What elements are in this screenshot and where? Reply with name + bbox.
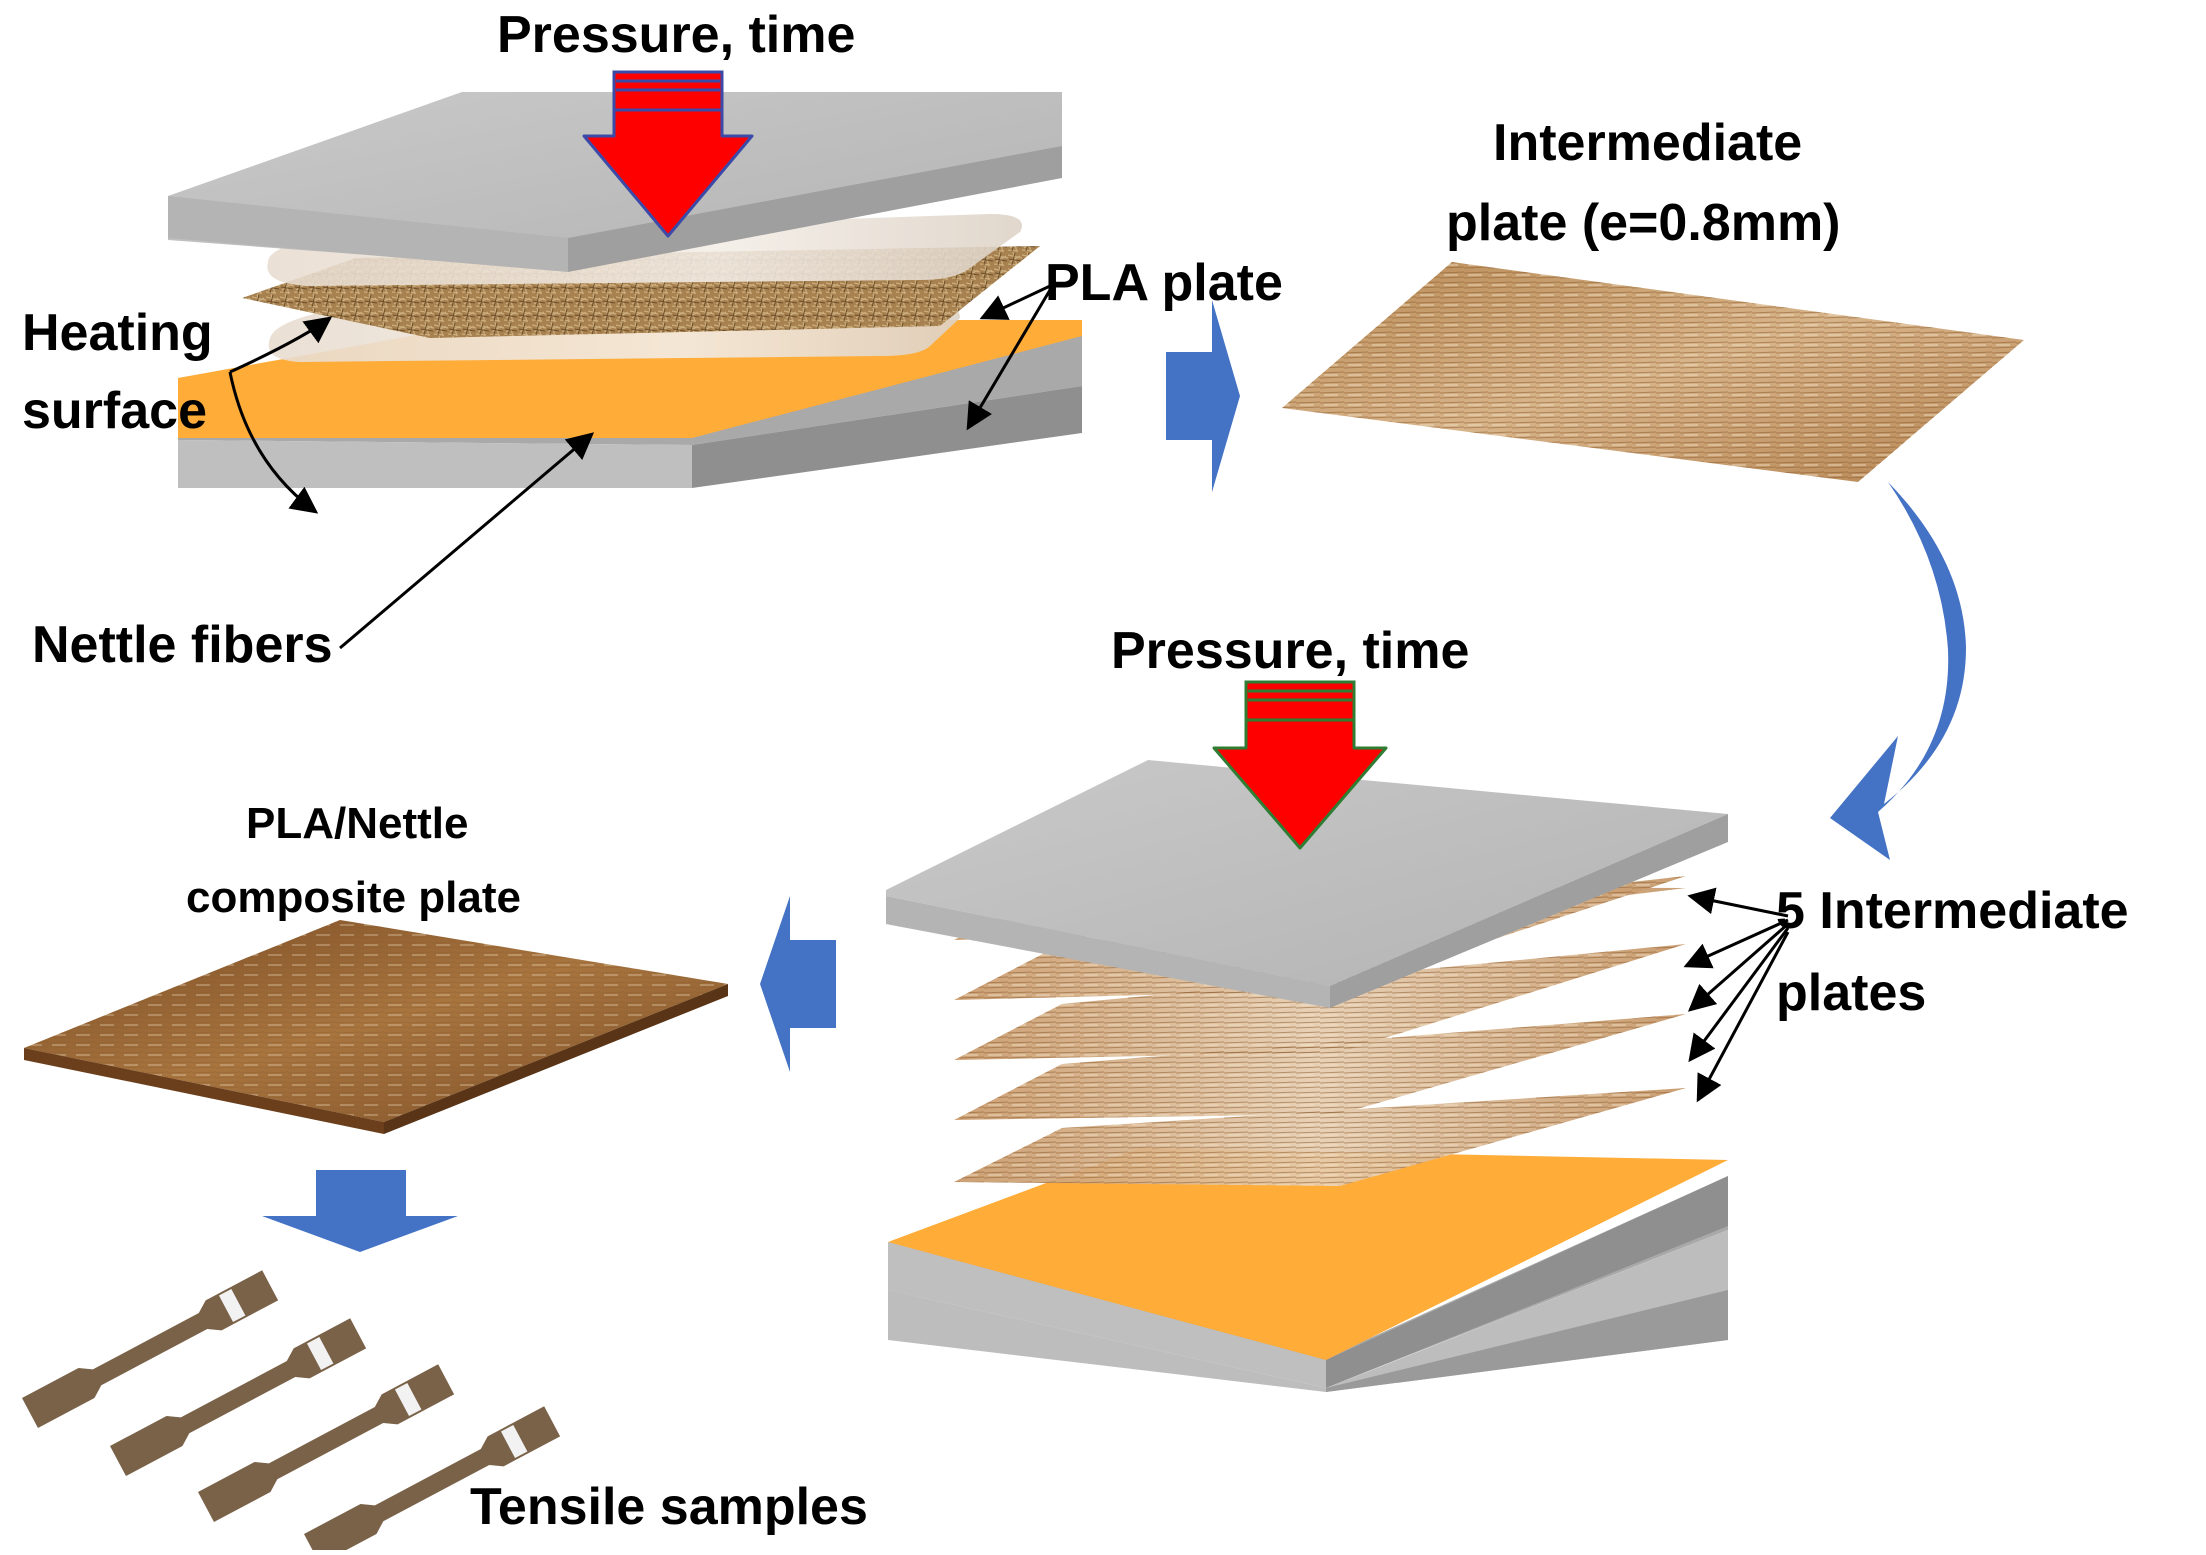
composite-plate-label-line1: PLA/Nettle — [246, 799, 468, 848]
heating-surface-bottom-press — [888, 1148, 1728, 1360]
five-intermediate-plates-label-line2: plates — [1776, 964, 1926, 1022]
heating-surface-label-line2: surface — [22, 382, 207, 440]
curved-flow-arrow-icon — [1830, 482, 1966, 860]
composite-plate-label-line2: composite plate — [186, 873, 521, 922]
pressure-time-label-bottom: Pressure, time — [1111, 622, 1469, 680]
top-press-assembly — [168, 70, 1082, 488]
heating-surface-label-line1: Heating — [22, 304, 213, 362]
pointer-arrows-stack — [1683, 887, 1790, 1103]
process-flow-arrow-left-icon — [760, 896, 836, 1072]
tensile-samples-label: Tensile samples — [470, 1478, 868, 1536]
tensile-sample — [22, 1270, 279, 1429]
top-platen — [168, 92, 1062, 272]
intermediate-plate-label-line1: Intermediate — [1493, 114, 1802, 172]
intermediate-plate — [1282, 262, 2024, 482]
five-intermediate-plates-label-line1: 5 Intermediate — [1776, 882, 2129, 940]
pla-plate-label: PLA plate — [1045, 254, 1283, 312]
process-flow-arrow-icon — [1166, 300, 1240, 492]
pressure-arrow-icon-bottom — [1212, 680, 1388, 850]
intermediate-plate-label-line2: plate (e=0.8mm) — [1446, 194, 1841, 252]
tensile-sample — [304, 1406, 561, 1555]
pointer-arrows-top — [228, 284, 1052, 650]
bottom-press-assembly — [886, 680, 1728, 1392]
pressure-arrow-icon — [582, 70, 754, 238]
composite-plate — [24, 920, 728, 1134]
pressure-time-label-top: Pressure, time — [497, 6, 855, 64]
tensile-sample — [110, 1318, 367, 1477]
tensile-sample — [198, 1364, 455, 1523]
top-platen-bottom-press — [886, 760, 1728, 1008]
nettle-fibers-label: Nettle fibers — [32, 616, 333, 674]
process-flow-arrow-down-icon — [262, 1170, 458, 1252]
tensile-samples — [22, 1270, 561, 1555]
